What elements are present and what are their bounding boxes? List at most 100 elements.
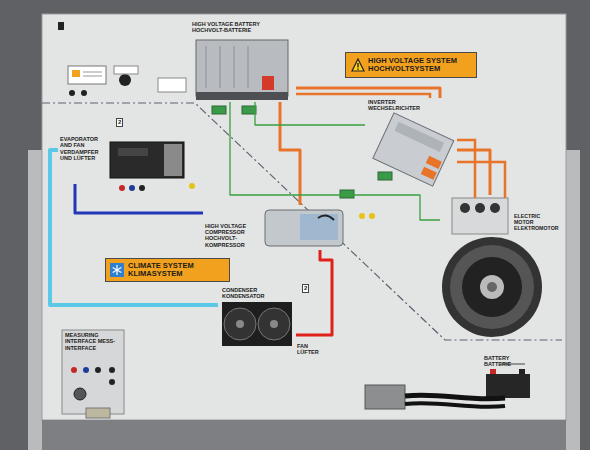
condenser-picture — [270, 320, 278, 328]
cable-connector — [280, 102, 300, 205]
top-left-controls — [114, 66, 138, 74]
signal-terminals — [212, 106, 226, 114]
inverter-picture — [426, 156, 442, 169]
measuring-interface-picture — [95, 367, 101, 373]
hv-battery-picture — [262, 76, 274, 90]
battery-picture — [519, 369, 525, 374]
component-label: HIGH VOLTAGE COMPRESSOR HOCHVOLT-KOMPRES… — [205, 223, 265, 248]
evaporator-picture — [164, 144, 182, 176]
hv-cable-bundle — [457, 162, 505, 198]
hv-battery-picture — [234, 46, 235, 88]
inverter-picture — [373, 113, 454, 186]
measuring-interface-picture — [74, 388, 86, 400]
signal-terminals — [340, 190, 354, 198]
measuring-interface-picture — [71, 367, 77, 373]
component-label: MEASURING INTERFACE MESS-INTERFACE — [65, 332, 122, 351]
component-label: HIGH VOLTAGE BATTERY HOCHVOLT-BATTERIE — [192, 21, 292, 34]
top-left-controls — [119, 74, 131, 86]
warning-icon — [357, 69, 358, 70]
compressor-picture — [265, 210, 343, 246]
callout-number: 2 — [116, 118, 123, 127]
condenser-picture — [222, 302, 292, 346]
electric-motor-picture — [462, 257, 522, 317]
condenser-picture — [236, 320, 244, 328]
condenser-picture — [224, 308, 256, 340]
component-area: INVERTER WECHSELRICHTER — [365, 98, 457, 188]
inverter-picture — [373, 113, 454, 186]
measuring-interface-picture — [109, 367, 115, 373]
board — [42, 14, 566, 420]
battery-picture — [490, 369, 496, 374]
inverter-picture — [373, 113, 454, 186]
evaporator-picture — [118, 148, 148, 156]
hv-cable-bundle — [296, 94, 505, 198]
hv-battery-picture — [196, 40, 288, 100]
component-label: CONDENSER KONDENSATOR — [222, 287, 294, 300]
hv-battery-picture — [206, 46, 207, 88]
warning-icon — [357, 63, 358, 68]
evaporator-picture — [189, 183, 195, 189]
banner-text: HIGH VOLTAGE SYSTEM HOCHVOLTSYSTEM — [368, 57, 472, 74]
component-area: HIGH VOLTAGE COMPRESSOR HOCHVOLT-KOMPRES… — [203, 205, 348, 250]
battery-picture — [486, 374, 530, 398]
cable-connector — [230, 102, 440, 220]
electric-motor-picture — [452, 198, 508, 234]
evaporator-picture — [139, 185, 145, 191]
evaporator-picture — [110, 142, 195, 191]
inverter-picture — [421, 167, 437, 180]
component-label: BATTERY BATTERIE — [484, 355, 536, 368]
electric-motor-picture — [442, 237, 542, 337]
top-left-controls — [68, 66, 106, 84]
evaporator-picture — [129, 185, 135, 191]
electric-motor-picture — [475, 203, 485, 213]
section-divider — [42, 103, 562, 340]
part-label: FAN LÜFTER — [297, 343, 325, 356]
snowflake-icon — [110, 263, 124, 277]
signal-terminals — [378, 172, 392, 180]
power-plug-picture — [365, 385, 505, 409]
top-left-controls — [158, 78, 186, 92]
measuring-interface-picture — [109, 379, 115, 385]
snowflake-icon — [113, 265, 122, 275]
compressor-picture — [369, 213, 375, 219]
compressor-picture — [318, 215, 334, 220]
inverter-picture — [394, 122, 444, 152]
signal-terminals — [212, 106, 392, 198]
electric-motor-picture — [490, 203, 500, 213]
cable-connector — [296, 250, 332, 335]
battery-picture — [486, 364, 530, 398]
cable-connector — [75, 184, 203, 213]
component-label: ELECTRIC MOTOR ELEKTROMOTOR — [514, 213, 560, 231]
component-area: CONDENSER KONDENSATOR — [218, 286, 296, 350]
top-left-controls — [72, 70, 80, 77]
electric-motor-picture — [450, 245, 534, 329]
system-banner: CLIMATE SYSTEM KLIMASYSTEM — [105, 258, 230, 282]
board — [42, 420, 566, 450]
top-left-controls — [83, 76, 102, 77]
electric-motor-picture — [480, 275, 504, 299]
component-label: EVAPORATOR AND FAN VERDAMPFER UND LÜFTER — [60, 136, 106, 161]
top-left-controls — [58, 22, 64, 30]
evaporator-picture — [110, 142, 184, 178]
hv-battery-picture — [248, 46, 249, 88]
power-plug-picture — [365, 385, 405, 409]
top-left-controls — [81, 90, 87, 96]
compressor-picture — [265, 210, 375, 246]
cable-connector — [457, 150, 490, 195]
system-banner: HIGH VOLTAGE SYSTEM HOCHVOLTSYSTEM — [345, 52, 477, 78]
component-area: MEASURING INTERFACE MESS-INTERFACE — [62, 330, 124, 414]
top-left-controls — [83, 72, 102, 73]
power-plug-picture — [405, 395, 505, 399]
component-area: BATTERY BATTERIE — [480, 354, 536, 400]
condenser-picture — [222, 302, 292, 346]
hv-battery-picture — [220, 46, 221, 88]
section-divider — [42, 103, 562, 340]
banner-text: CLIMATE SYSTEM KLIMASYSTEM — [128, 262, 232, 279]
compressor-picture — [300, 214, 338, 240]
callout-number: 2 — [302, 284, 309, 293]
board — [566, 150, 580, 450]
